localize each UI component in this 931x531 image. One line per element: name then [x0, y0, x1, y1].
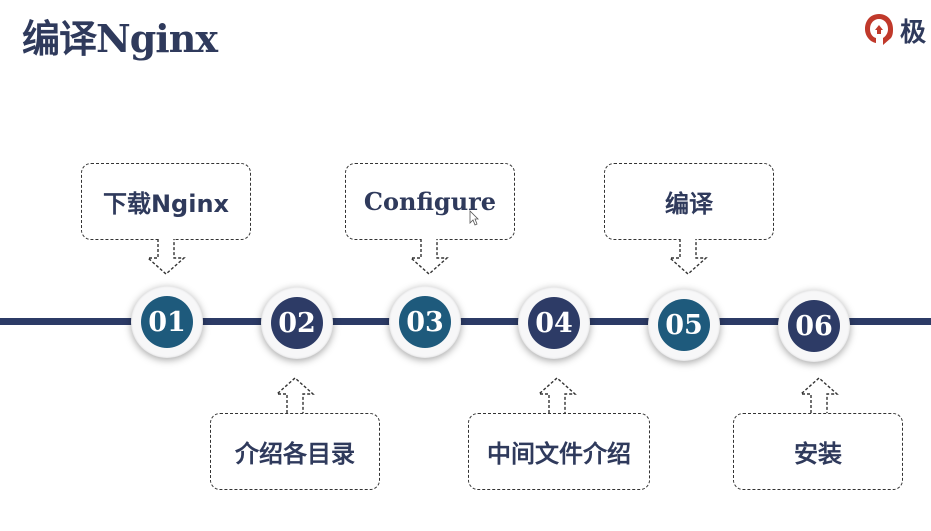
slide-title: 编译Nginx	[22, 16, 218, 61]
timeline-line	[0, 318, 931, 325]
brand-logo: 极	[862, 12, 926, 48]
step-number: 03	[399, 296, 451, 348]
callout-directories: 介绍各目录	[210, 413, 380, 490]
callout-compile: 编译	[604, 163, 774, 240]
step-node-01: 01	[131, 286, 203, 358]
up-arrow-icon	[799, 377, 839, 413]
down-arrow-icon	[409, 239, 449, 275]
step-node-04: 04	[518, 287, 590, 359]
step-number: 02	[271, 297, 323, 349]
callout-label: Configure	[363, 187, 497, 216]
mouse-pointer-icon	[469, 210, 479, 226]
callout-install: 安装	[733, 413, 903, 490]
step-number: 05	[658, 299, 710, 351]
up-arrow-icon	[537, 377, 577, 413]
callout-label: 介绍各目录	[235, 440, 355, 468]
callout-configure: Configure	[345, 163, 515, 240]
step-number: 01	[141, 296, 193, 348]
callout-download: 下载Nginx	[81, 163, 251, 240]
callout-intermediate-files: 中间文件介绍	[468, 413, 650, 490]
callout-label: 安装	[794, 440, 842, 468]
geek-logo-icon	[865, 14, 893, 45]
brand-text: 极	[900, 17, 927, 48]
step-node-05: 05	[648, 289, 720, 361]
down-arrow-icon	[668, 239, 708, 275]
step-number: 06	[788, 300, 840, 352]
step-number: 04	[528, 297, 580, 349]
callout-label: 编译	[665, 190, 713, 218]
callout-label: 中间文件介绍	[487, 440, 631, 468]
step-node-02: 02	[261, 287, 333, 359]
down-arrow-icon	[146, 239, 186, 275]
up-arrow-icon	[275, 377, 315, 413]
step-node-03: 03	[389, 286, 461, 358]
step-node-06: 06	[778, 290, 850, 362]
callout-label: 下载Nginx	[102, 190, 230, 218]
